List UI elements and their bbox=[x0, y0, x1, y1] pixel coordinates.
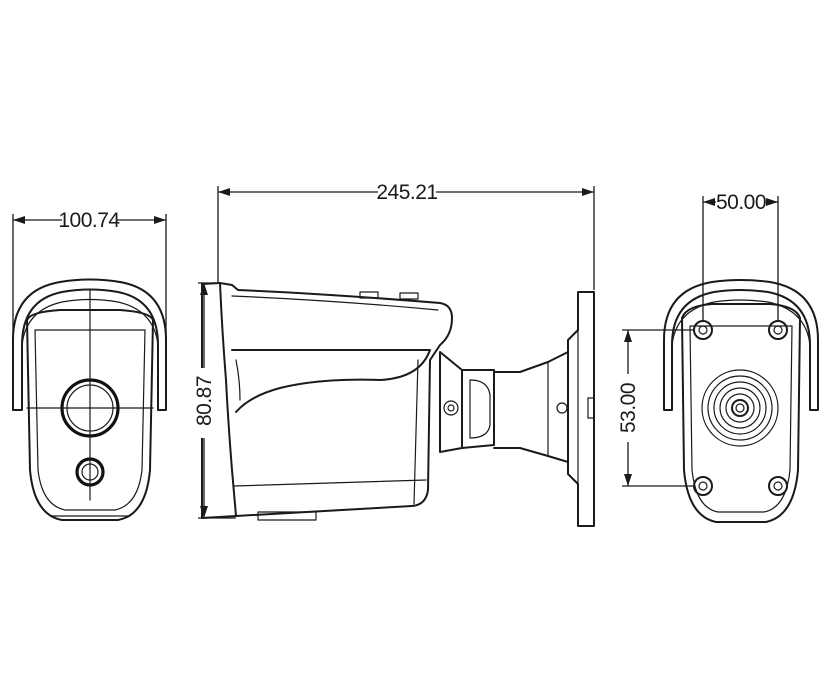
hole-h-label: 50.00 bbox=[716, 191, 766, 214]
side-view: 245.21 80.87 bbox=[190, 178, 595, 527]
rear-ring-2 bbox=[707, 375, 773, 441]
hole-h-arrow-left bbox=[703, 198, 715, 206]
rear-ring-1 bbox=[701, 369, 779, 447]
hole-h-arrow-right bbox=[766, 198, 778, 206]
rear-housing bbox=[681, 303, 801, 523]
side-bottom-tab bbox=[257, 511, 317, 521]
hole-v-label: 53.00 bbox=[617, 383, 640, 433]
height-label: 80.87 bbox=[193, 376, 216, 426]
side-body-outline bbox=[219, 282, 453, 517]
hole-v-arrow-bottom bbox=[624, 474, 632, 486]
rear-ring-core bbox=[735, 403, 745, 413]
front-housing-inner bbox=[34, 329, 146, 511]
rear-housing-inner bbox=[689, 325, 793, 513]
front-width-arrow-left bbox=[13, 216, 25, 224]
side-arm-hole bbox=[556, 402, 568, 414]
side-shield-curve bbox=[231, 349, 431, 413]
rear-mount-hole-tr bbox=[768, 320, 788, 340]
side-base-plate bbox=[567, 291, 595, 527]
rear-mount-hole-br bbox=[768, 476, 788, 496]
rear-view: 50.00 53.00 bbox=[614, 188, 819, 523]
side-top-nub-2 bbox=[399, 292, 419, 300]
side-bracket-neck bbox=[439, 351, 463, 453]
rear-mount-hole-tl bbox=[693, 320, 713, 340]
rear-ring-5 bbox=[725, 393, 755, 423]
side-visor-ridge bbox=[231, 295, 439, 311]
hole-v-arrow-top bbox=[624, 330, 632, 342]
side-top-nub-1 bbox=[359, 291, 379, 299]
rear-shield-inner bbox=[671, 299, 811, 346]
rear-shield-outer bbox=[663, 279, 819, 411]
height-arrow-top bbox=[200, 283, 208, 295]
side-shield-curve-inner bbox=[235, 359, 241, 401]
front-housing bbox=[26, 309, 154, 521]
side-bracket-screw bbox=[443, 400, 459, 416]
side-bracket-knuckle bbox=[461, 369, 495, 449]
front-sunshield-outer bbox=[12, 278, 167, 411]
side-lower-line bbox=[233, 479, 427, 487]
side-bracket-screw-inner bbox=[447, 404, 455, 412]
height-arrow-bottom bbox=[200, 506, 208, 518]
front-width-label: 100.74 bbox=[58, 209, 120, 232]
side-rear-seam bbox=[413, 359, 419, 505]
rear-ring-4 bbox=[719, 387, 761, 429]
length-arrow-left bbox=[218, 188, 230, 196]
length-arrow-right bbox=[582, 188, 594, 196]
front-width-arrow-right bbox=[154, 216, 166, 224]
side-knuckle-ring bbox=[469, 379, 491, 439]
length-label: 245.21 bbox=[376, 181, 437, 204]
side-base-knob bbox=[587, 397, 595, 419]
rear-ring-center bbox=[731, 399, 749, 417]
rear-ring-3 bbox=[713, 381, 767, 435]
front-view: 100.74 bbox=[12, 206, 167, 521]
rear-mount-hole-bl bbox=[693, 476, 713, 496]
